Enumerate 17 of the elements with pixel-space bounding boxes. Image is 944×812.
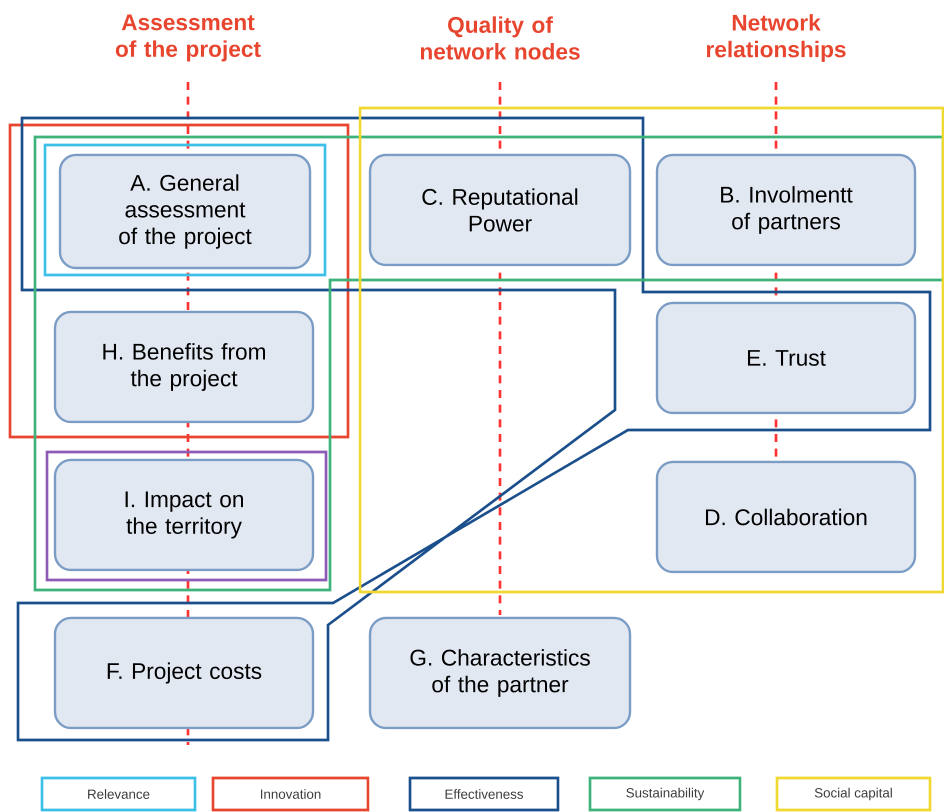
process-box: B. Involmentt of partners [656,154,916,266]
process-box: C. Reputational Power [368,154,632,266]
process-box: E. Trust [656,302,916,414]
legend-label: Social capital [814,788,892,800]
process-box: F. Project costs [54,616,314,730]
legend-label: Sustainability [626,788,704,800]
process-box: A. General assessment of the project [58,154,312,270]
column-heading: Quality of network nodes [420,16,580,60]
legend-label: Relevance [88,789,150,799]
legend-label: Innovation [260,789,320,799]
process-box: H. Benefits from the project [54,310,314,424]
process-box: D. Collaboration [656,460,916,574]
column-heading: Network relationships [706,14,846,62]
process-box: G. Characteristics of the partner [368,616,632,730]
legend-label: Effectiveness [446,789,524,799]
column-heading: Assessment of the project [116,14,261,62]
process-box: I. Impact on the territory [54,458,314,572]
